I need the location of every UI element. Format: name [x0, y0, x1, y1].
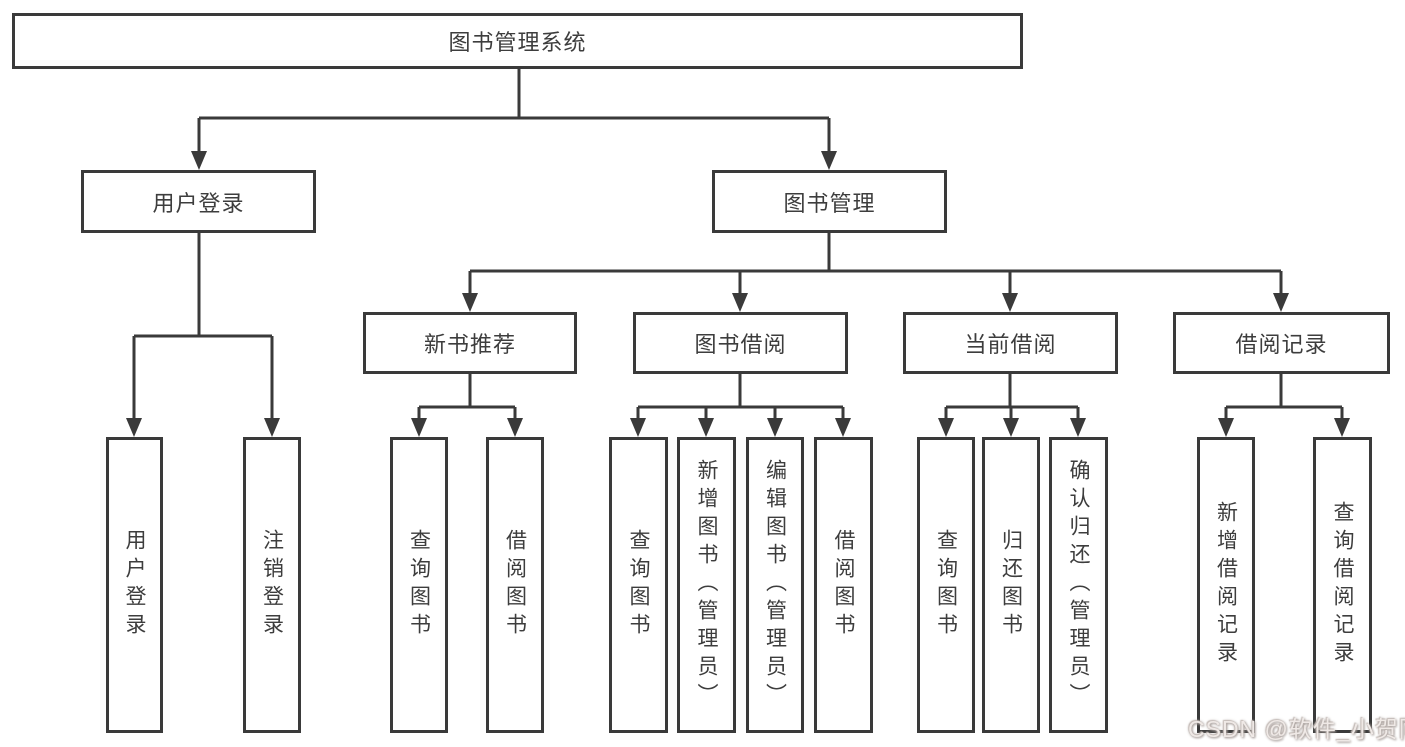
leaf-query-books-recommend: 查询图书	[390, 437, 448, 733]
leaf-confirm-return-admin: 确认归还（管理员）	[1049, 437, 1108, 733]
node-label: 查询图书	[934, 529, 958, 641]
leaf-query-books-current: 查询图书	[917, 437, 975, 733]
leaf-logout: 注销登录	[243, 437, 301, 733]
node-label: 新增图书（管理员）	[695, 459, 718, 711]
node-book-management: 图书管理	[712, 170, 947, 233]
node-label: 图书管理	[783, 190, 876, 216]
node-label: 编辑图书（管理员）	[763, 459, 787, 711]
leaf-add-books-admin: 新增图书（管理员）	[677, 437, 736, 733]
csdn-watermark: CSDN @软件_小贺同学	[1188, 716, 1405, 742]
node-label: 确认归还（管理员）	[1067, 459, 1090, 711]
leaf-edit-books-admin: 编辑图书（管理员）	[746, 437, 804, 733]
arrowheads	[126, 151, 1350, 437]
node-label: 当前借阅	[964, 332, 1057, 357]
node-label: 借阅图书	[503, 529, 527, 641]
node-label: 查询图书	[627, 529, 650, 641]
node-label: 图书管理系统	[448, 30, 587, 55]
leaf-add-borrow-record: 新增借阅记录	[1197, 437, 1255, 733]
leaf-borrow-books-borrowing: 借阅图书	[814, 437, 873, 733]
leaf-borrow-books-recommend: 借阅图书	[486, 437, 544, 733]
leaf-return-books: 归还图书	[982, 437, 1040, 733]
node-label: 借阅图书	[832, 529, 855, 641]
node-label: 用户登录	[152, 190, 245, 216]
node-label: 注销登录	[260, 529, 284, 641]
node-label: 查询借阅记录	[1331, 501, 1354, 669]
leaf-query-borrow-record: 查询借阅记录	[1313, 437, 1372, 733]
leaf-user-login: 用户登录	[106, 437, 163, 733]
node-label: 借阅记录	[1235, 332, 1328, 357]
node-book-borrowing: 图书借阅	[633, 312, 848, 374]
node-label: 新增借阅记录	[1214, 501, 1238, 669]
node-borrowing-records: 借阅记录	[1173, 312, 1390, 374]
node-current-borrowing: 当前借阅	[903, 312, 1118, 374]
node-label: 图书借阅	[694, 332, 787, 357]
node-library-management-system: 图书管理系统	[12, 13, 1023, 69]
node-label: 归还图书	[999, 529, 1023, 641]
node-label: 用户登录	[123, 529, 146, 641]
node-user-login: 用户登录	[81, 170, 316, 233]
node-new-book-recommendation: 新书推荐	[363, 312, 577, 374]
node-label: 查询图书	[407, 529, 431, 641]
node-label: 新书推荐	[423, 332, 516, 357]
leaf-query-books-borrowing: 查询图书	[609, 437, 668, 733]
